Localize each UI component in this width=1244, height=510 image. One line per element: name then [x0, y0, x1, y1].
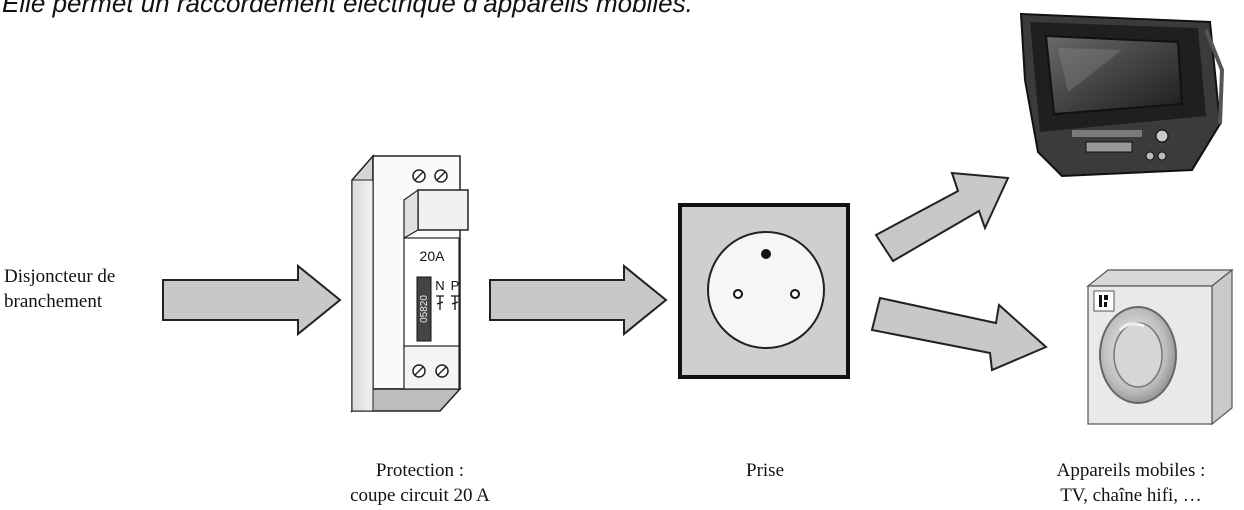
- washing-machine-icon: [1086, 268, 1234, 426]
- socket-icon: [678, 203, 850, 379]
- protection-label-line1: Protection :: [375, 460, 465, 481]
- arrow-socket-to-washer: [870, 296, 1048, 372]
- page-header: Elle permet un raccordement électrique d…: [2, 0, 693, 18]
- appareils-label-line2: TV, chaîne hifi, …: [1060, 485, 1202, 506]
- protection-label-line2: coupe circuit 20 A: [350, 485, 490, 506]
- fuse-p-label: P: [451, 278, 460, 293]
- fuse-n-label: N: [435, 278, 444, 293]
- fuse-rating: 20A: [420, 248, 446, 264]
- arrow-fuse-to-socket: [489, 263, 668, 337]
- source-label: Disjoncteur de branchement: [4, 264, 154, 314]
- appareils-label-line1: Appareils mobiles :: [1056, 460, 1206, 481]
- appareils-label: Appareils mobiles : TV, chaîne hifi, …: [1020, 458, 1242, 508]
- protection-label: Protection : coupe circuit 20 A: [300, 458, 540, 508]
- arrow-source-to-fuse: [162, 263, 342, 337]
- source-label-line1: Disjoncteur de: [4, 266, 116, 287]
- source-label-line2: branchement: [4, 291, 103, 312]
- tv-icon: [1019, 12, 1225, 178]
- prise-label-line1: Prise: [746, 460, 784, 481]
- fuse-icon: 20A 05820 N P: [350, 154, 469, 413]
- fuse-code: 05820: [419, 295, 430, 323]
- arrow-socket-to-tv: [874, 171, 1010, 263]
- prise-label: Prise: [700, 458, 830, 483]
